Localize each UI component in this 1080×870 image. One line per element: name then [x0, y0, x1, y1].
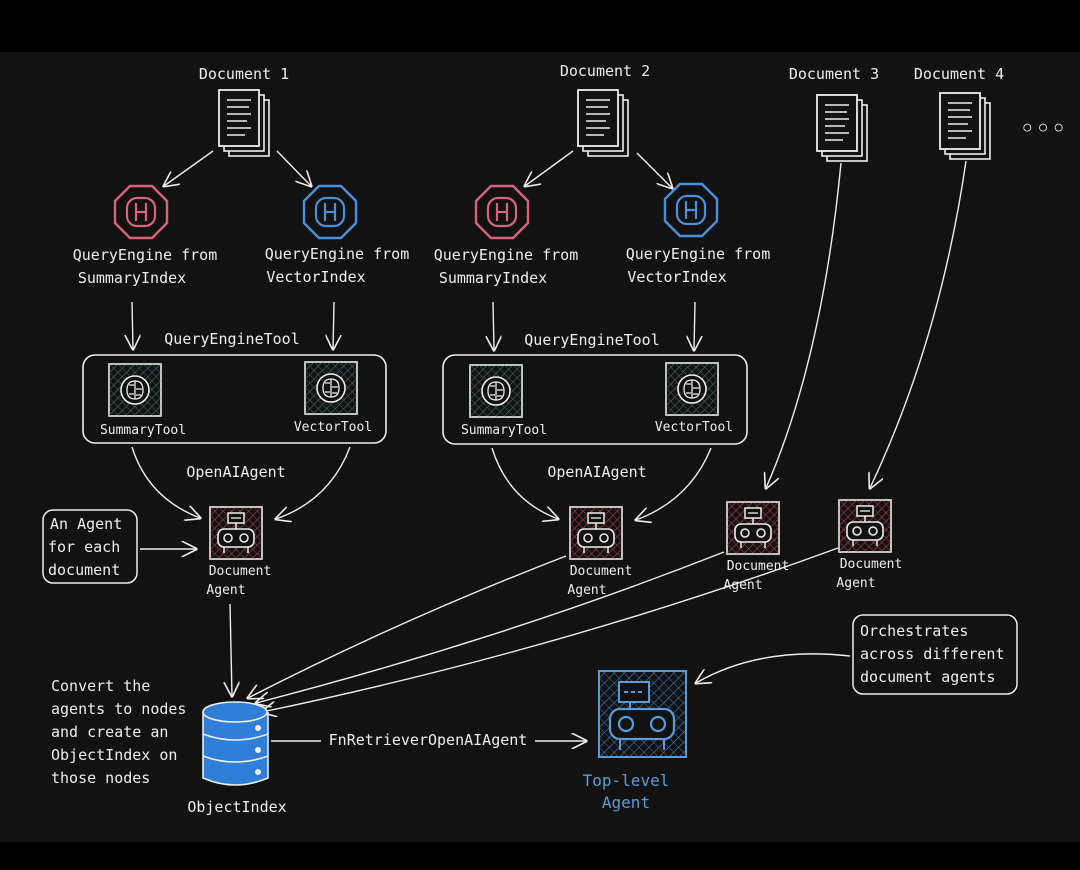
tool-group-box — [82, 354, 387, 444]
note-line: ObjectIndex on — [51, 746, 177, 764]
note-line: across different — [860, 645, 1005, 663]
vector-tool-icon — [304, 361, 358, 415]
top-level-agent-label-line-1: Top-level — [583, 771, 670, 790]
tool-group-label: QueryEngineTool — [524, 331, 659, 349]
note-line: Orchestrates — [860, 622, 968, 640]
document-2-label: Document 2 — [560, 62, 650, 80]
vector-engine-label-line-2: VectorIndex — [266, 268, 365, 286]
vector-tool-label: VectorTool — [294, 420, 372, 435]
document-agent-label-line-2: Agent — [206, 583, 245, 598]
document-agent-icon — [569, 506, 623, 560]
tool-group-box — [442, 354, 748, 445]
note-convert: Convert the agents to nodes and create a… — [51, 677, 186, 787]
agent-to-index-edges — [230, 547, 839, 712]
note-line: agents to nodes — [51, 700, 186, 718]
document-4-label: Document 4 — [914, 65, 1004, 83]
summary-engine-label-line-1: QueryEngine from — [434, 246, 579, 264]
note-line: Convert the — [51, 677, 150, 695]
document-agent-icon — [838, 499, 892, 553]
document-agent-label-line-1: Document — [570, 564, 633, 579]
pipeline-1: QueryEngine from SummaryIndex QueryEngin… — [73, 150, 410, 598]
note-line: and create an — [51, 723, 168, 741]
document-agent-label-line-2: Agent — [836, 576, 875, 591]
document-agent-icon — [726, 501, 780, 555]
summary-engine-label-line-2: SummaryIndex — [439, 269, 547, 287]
document-icon — [939, 92, 991, 160]
tool-group-label: QueryEngineTool — [164, 330, 299, 348]
document-agent-label-line-1: Document — [840, 557, 903, 572]
agent-type-label: OpenAIAgent — [547, 463, 646, 481]
object-index-db-icon — [202, 701, 269, 786]
note-line: An Agent — [50, 515, 122, 533]
vector-engine-label-line-2: VectorIndex — [627, 268, 726, 286]
vector-engine-icon — [302, 184, 358, 240]
document-2: Document 2 — [560, 62, 650, 157]
pipeline-2: QueryEngine from SummaryIndex QueryEngin… — [434, 150, 771, 598]
note-line: those nodes — [51, 769, 150, 787]
note-orchestrate: Orchestrates across different document a… — [696, 614, 1018, 695]
summary-tool-icon — [108, 363, 162, 417]
document-icon — [816, 94, 868, 162]
document-4: Document 4 — [914, 65, 1004, 160]
top-level-agent-label-line-2: Agent — [602, 793, 650, 812]
agent-type-label: OpenAIAgent — [186, 463, 285, 481]
document-3-label: Document 3 — [789, 65, 879, 83]
document-icon — [218, 89, 270, 157]
note-line: document — [48, 561, 120, 579]
vector-engine-label-line-1: QueryEngine from — [626, 245, 771, 263]
summary-engine-label-line-2: SummaryIndex — [78, 269, 186, 287]
summary-tool-label: SummaryTool — [461, 423, 547, 438]
document-3-agent: Document Agent — [723, 162, 842, 593]
document-agent-label-line-2: Agent — [723, 578, 762, 593]
document-agent-label-line-1: Document — [727, 559, 790, 574]
vector-tool-label: VectorTool — [655, 420, 733, 435]
summary-engine-label-line-1: QueryEngine from — [73, 246, 218, 264]
summary-engine-icon — [474, 184, 530, 240]
document-1-label: Document 1 — [199, 65, 289, 83]
vector-engine-icon — [663, 182, 719, 238]
retriever-edge: FnRetrieverOpenAIAgent — [271, 731, 586, 749]
document-agent-label-line-2: Agent — [567, 583, 606, 598]
top-level-agent-icon — [598, 670, 687, 758]
more-documents-marker: ○ ○ ○ — [1023, 120, 1062, 135]
retriever-edge-label: FnRetrieverOpenAIAgent — [329, 731, 528, 749]
document-3: Document 3 — [789, 65, 879, 162]
document-agent-icon — [209, 506, 263, 560]
note-line: for each — [48, 538, 120, 556]
note-line: document agents — [860, 668, 995, 686]
document-icon — [577, 89, 629, 157]
summary-engine-icon — [113, 184, 169, 240]
vector-engine-label-line-1: QueryEngine from — [265, 245, 410, 263]
document-agent-label-line-1: Document — [209, 564, 272, 579]
object-index-label: ObjectIndex — [187, 798, 286, 816]
document-1: Document 1 — [199, 65, 289, 157]
document-4-agent: Document Agent — [836, 160, 967, 591]
summary-tool-icon — [469, 364, 523, 418]
note-agent-per-document: An Agent for each document — [42, 509, 196, 584]
vector-tool-icon — [665, 362, 719, 416]
summary-tool-label: SummaryTool — [100, 423, 186, 438]
